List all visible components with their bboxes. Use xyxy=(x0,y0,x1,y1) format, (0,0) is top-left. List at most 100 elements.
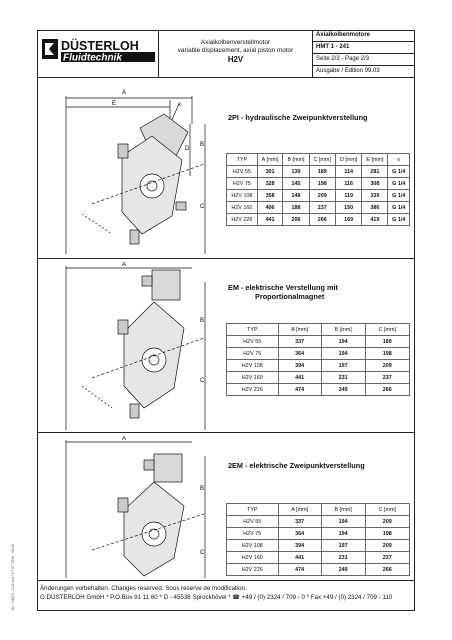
value-cell: 231 xyxy=(320,551,366,564)
section1-title: 2PI - hydraulische Zweipunktverstellung xyxy=(228,113,368,122)
value-cell: 249 xyxy=(320,563,366,576)
value-cell: G 1/4 xyxy=(387,177,410,190)
page-frame xyxy=(37,30,415,611)
value-cell: 237 xyxy=(364,371,411,384)
value-cell: 419 xyxy=(361,213,389,226)
value-cell: 209 xyxy=(308,189,336,202)
value-cell: 197 xyxy=(320,539,366,552)
dim-c-label: C xyxy=(200,550,205,556)
dim-b-label: B xyxy=(200,318,204,324)
value-cell: 441 xyxy=(277,371,322,384)
value-cell: 189 xyxy=(308,165,336,178)
type-cell: H2V 226 xyxy=(226,563,279,576)
value-cell: G 1/4 xyxy=(387,201,410,214)
section2-title-line1: EM - elektrische Verstellung mit xyxy=(228,283,338,292)
dim-a-label: A xyxy=(122,90,126,96)
value-cell: 237 xyxy=(364,551,411,564)
type-cell: H2V 75 xyxy=(226,527,279,540)
value-cell: 189 xyxy=(364,335,411,348)
logo-line2: Fluidtechnik xyxy=(63,53,122,64)
value-cell: 301 xyxy=(256,165,284,178)
value-cell: 194 xyxy=(320,515,366,528)
type-cell: H2V 75 xyxy=(226,347,279,360)
logo-line1: DÜSTERLOH xyxy=(61,38,139,53)
value-cell: G 1/4 xyxy=(387,165,410,178)
value-cell: 266 xyxy=(308,213,336,226)
value-cell: 339 xyxy=(361,189,389,202)
footer: Änderungen vorbehalten. Changes reserved… xyxy=(40,584,392,602)
type-cell: H2V 108 xyxy=(226,189,258,202)
footer-divider xyxy=(37,580,415,581)
value-cell: 364 xyxy=(277,347,322,360)
section2-title: EM - elektrische Verstellung mit Proport… xyxy=(228,283,338,301)
value-cell: 139 xyxy=(282,165,310,178)
value-cell: G 1/4 xyxy=(387,189,410,202)
column-header: D [mm] xyxy=(334,153,363,166)
value-cell: 197 xyxy=(320,359,366,372)
type-cell: H2V 108 xyxy=(226,359,279,372)
type-cell: H2V 160 xyxy=(226,201,258,214)
value-cell: 119 xyxy=(334,189,363,202)
dim-d-label: D xyxy=(185,146,190,152)
column-header: E [mm] xyxy=(361,153,389,166)
dim-b-label: B xyxy=(200,142,204,148)
type-cell: H2V 226 xyxy=(226,213,258,226)
value-cell: 441 xyxy=(277,551,322,564)
type-cell: H2V 226 xyxy=(226,383,279,396)
dim-c-label: C xyxy=(200,378,205,384)
value-cell: 249 xyxy=(320,383,366,396)
title-german: Axialkolbenverstellmotor xyxy=(200,39,271,46)
meta-doc-number: HMT 1 - 241 xyxy=(313,42,415,54)
drawing-2pi: A E x D B C xyxy=(52,84,222,256)
column-header: C [mm] xyxy=(364,323,411,336)
value-cell: G 1/4 xyxy=(387,213,410,226)
value-cell: 198 xyxy=(364,347,411,360)
column-header: TYP xyxy=(226,323,279,336)
type-cell: H2V 108 xyxy=(226,539,279,552)
logo-emblem-icon xyxy=(42,39,58,59)
meta-page: Seite 2/3 - Page 2/3 xyxy=(313,54,415,66)
model-title: H2V xyxy=(227,54,244,64)
meta-category: Axialkolbenmotore xyxy=(313,30,415,42)
company-logo: DÜSTERLOH Fluidtechnik xyxy=(41,36,157,76)
value-cell: 194 xyxy=(320,347,366,360)
value-cell: 145 xyxy=(282,177,310,190)
meta-block: Axialkolbenmotore HMT 1 - 241 Seite 2/3 … xyxy=(313,30,415,78)
column-header: C [mm] xyxy=(308,153,336,166)
type-cell: H2V 160 xyxy=(226,551,279,564)
type-cell: H2V 55 xyxy=(226,515,279,528)
section-divider xyxy=(37,432,415,433)
value-cell: 394 xyxy=(277,359,322,372)
dim-e-label: E xyxy=(112,101,116,107)
column-header: B [mm] xyxy=(282,153,310,166)
value-cell: 209 xyxy=(364,515,411,528)
column-header: x xyxy=(387,153,410,166)
value-cell: 406 xyxy=(256,201,284,214)
value-cell: 358 xyxy=(256,189,284,202)
column-header: TYP xyxy=(226,153,258,166)
value-cell: 209 xyxy=(364,359,411,372)
file-reference: Bv - HMT1 - 241.bvd / 07.07.2000 - 06:46 xyxy=(11,543,15,610)
type-cell: H2V 55 xyxy=(226,335,279,348)
dim-c-label: C xyxy=(200,204,205,210)
value-cell: 209 xyxy=(364,539,411,552)
value-cell: 206 xyxy=(282,213,310,226)
value-cell: 394 xyxy=(277,539,322,552)
value-cell: 328 xyxy=(256,177,284,190)
